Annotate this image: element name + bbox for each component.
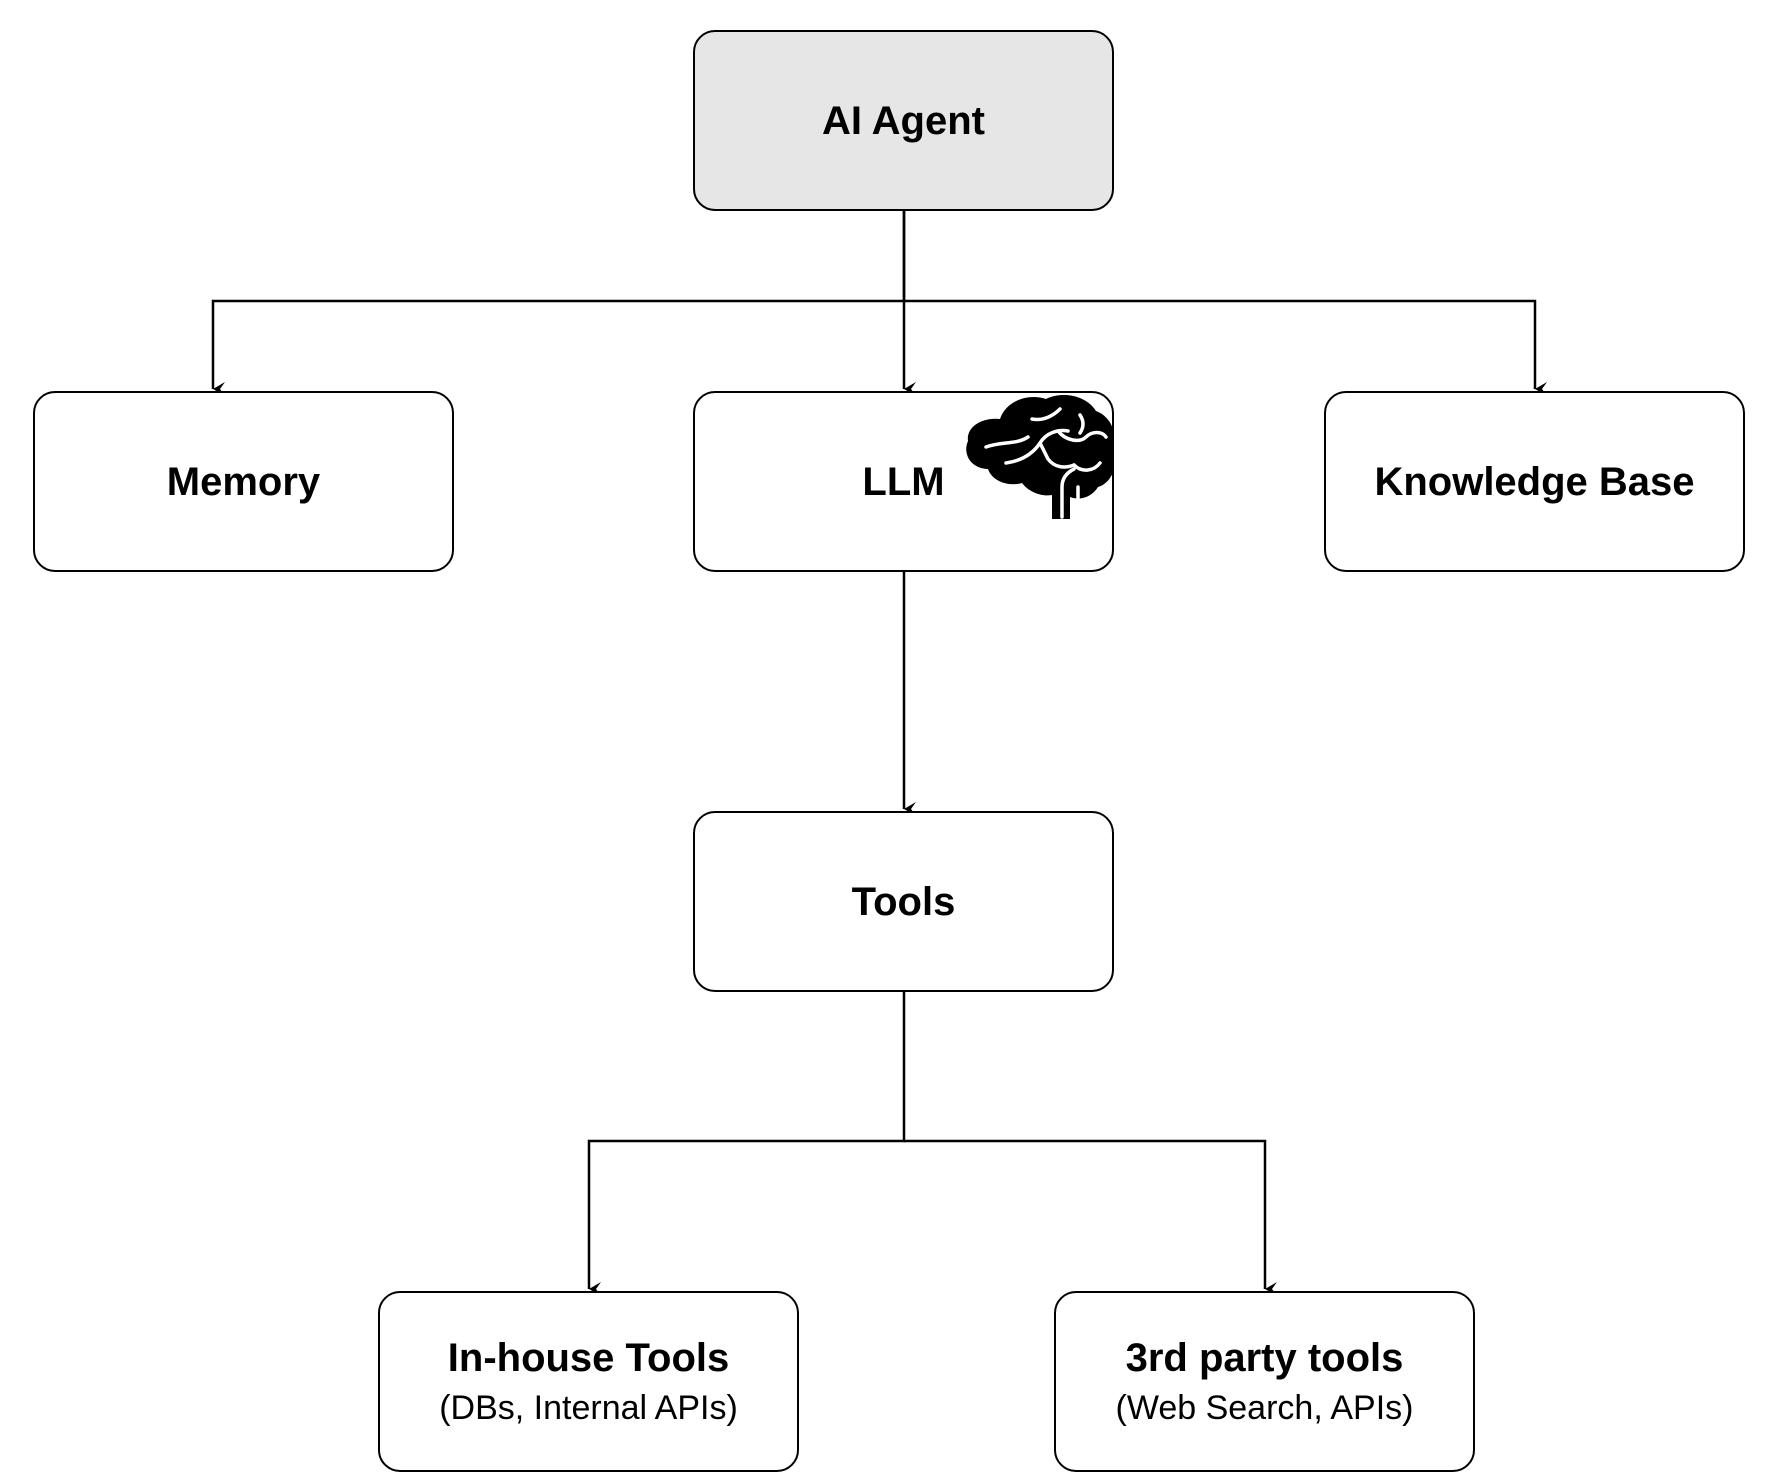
node-knowledge-base: Knowledge Base [1324,391,1745,572]
node-tools-title: Tools [851,879,956,924]
node-ai-agent: AI Agent [693,30,1114,211]
node-inhouse-tools-subtitle: (DBs, Internal APIs) [439,1388,738,1427]
node-memory: Memory [33,391,454,572]
edge-tools-to-inhouse-tools [587,992,906,1296]
node-third-party-tools-subtitle: (Web Search, APIs) [1115,1388,1414,1427]
node-tools: Tools [693,811,1114,992]
edge-ai-agent-to-memory [211,211,906,396]
node-ai-agent-title: AI Agent [822,98,985,143]
node-knowledge-base-title: Knowledge Base [1374,459,1695,504]
node-llm: LLM [693,391,1114,572]
edge-tools-to-third-party-tools [904,1139,1277,1296]
node-third-party-tools-title: 3rd party tools [1125,1335,1404,1380]
node-inhouse-tools-title: In-house Tools [447,1335,730,1380]
brain-icon [966,395,1112,519]
node-memory-title: Memory [166,459,321,504]
edge-ai-agent-to-knowledge-base [904,299,1547,396]
node-inhouse-tools: In-house Tools (DBs, Internal APIs) [378,1291,799,1472]
node-llm-title: LLM [862,459,945,504]
node-third-party-tools: 3rd party tools (Web Search, APIs) [1054,1291,1475,1472]
